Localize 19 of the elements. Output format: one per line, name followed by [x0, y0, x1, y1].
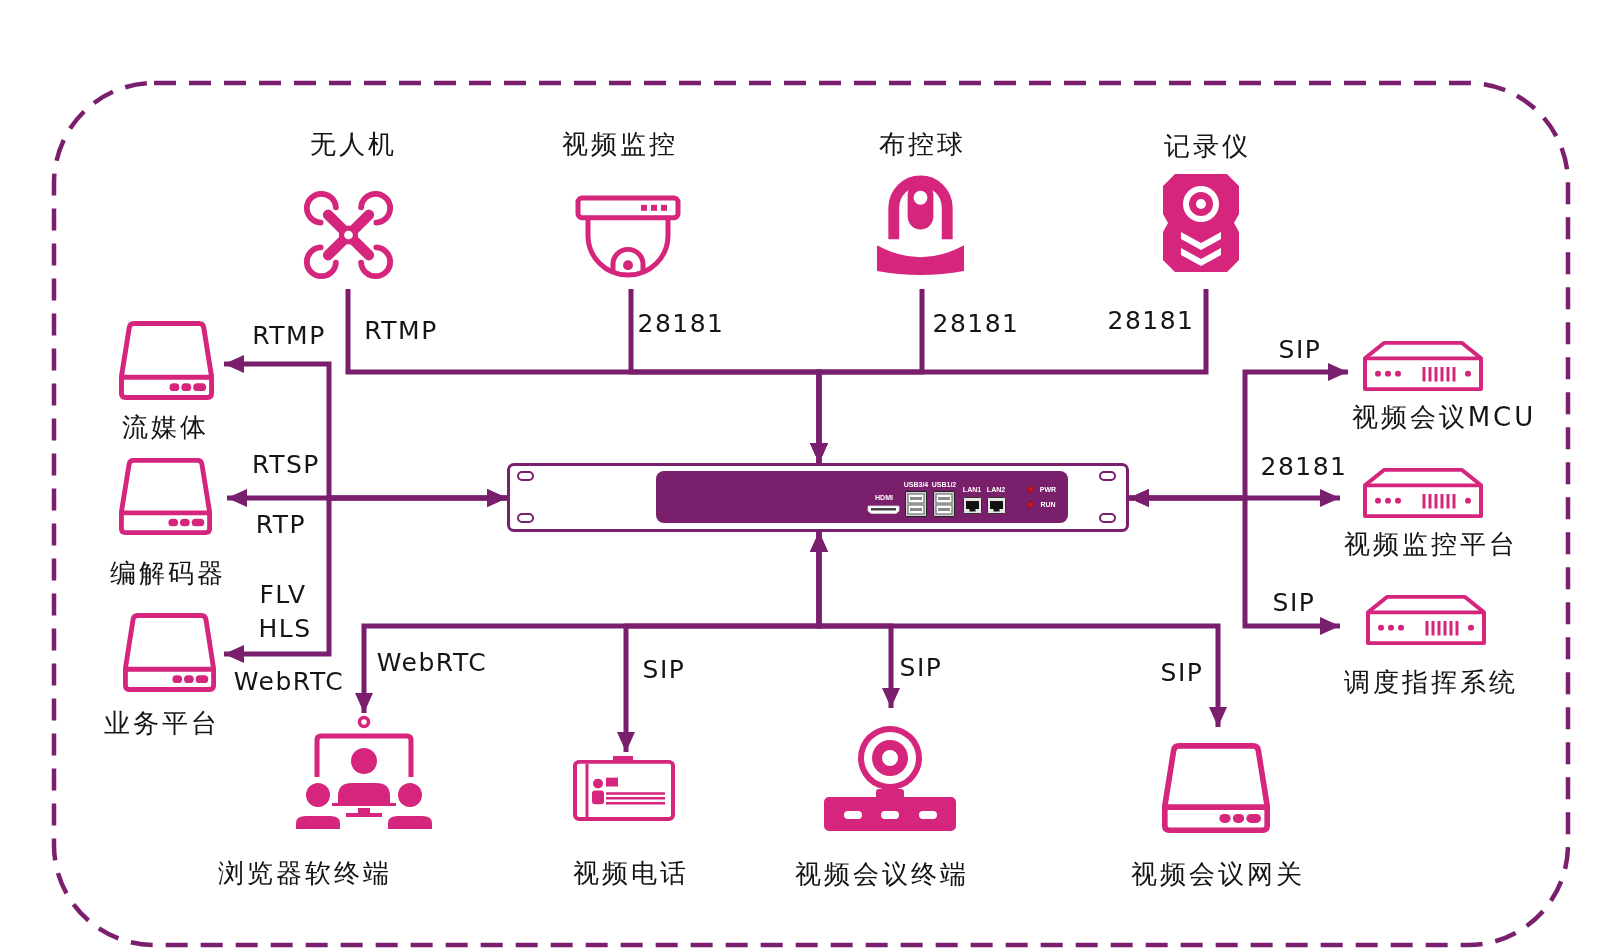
- double-arrow: [224, 489, 507, 663]
- node-label: 视频会议网关: [1131, 859, 1305, 891]
- node-label: 编解码器: [110, 558, 226, 590]
- node-label: 浏览器软终端: [218, 858, 392, 890]
- node-label: 调度指挥系统: [1344, 667, 1518, 699]
- double-arrow: [1129, 489, 1340, 635]
- node-label: 布控球: [878, 129, 966, 161]
- node-label: 无人机: [309, 129, 397, 161]
- node-label: 视频电话: [573, 858, 689, 890]
- node-label: 流媒体: [121, 412, 209, 444]
- double-arrow: [810, 532, 1227, 727]
- node-label: 业务平台: [104, 708, 220, 740]
- rack-server: [507, 463, 1129, 532]
- node-label: 记录仪: [1163, 131, 1251, 163]
- node-label: 视频监控: [562, 129, 678, 161]
- node-label: 视频监控平台: [1344, 529, 1518, 561]
- node-label: 视频会议终端: [795, 859, 969, 891]
- arrow: [810, 289, 1209, 463]
- node-label: 视频会议MCU: [1351, 402, 1537, 434]
